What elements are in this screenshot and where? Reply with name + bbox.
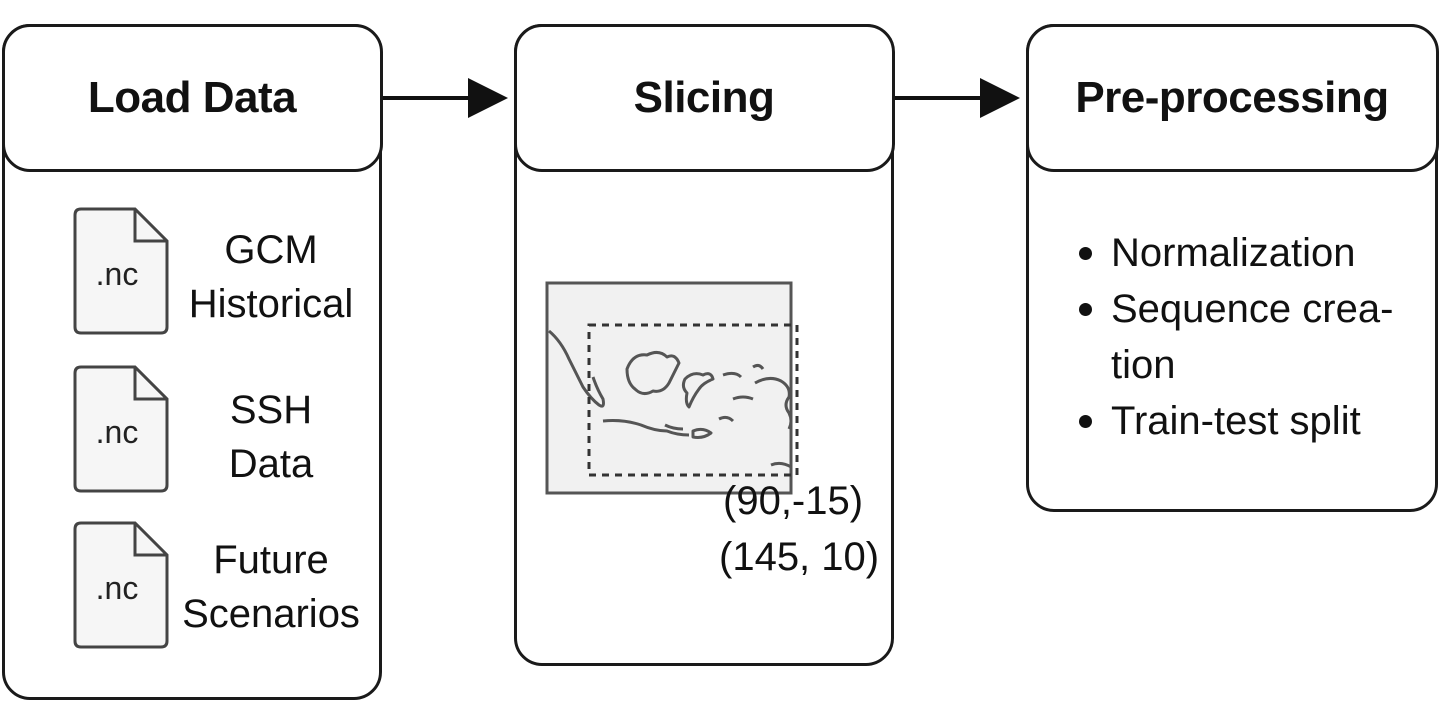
file-label-ssh-data: SSH Data — [171, 383, 371, 491]
load-data-box: Load Data .nc GCM Historical .nc SSH Dat… — [1, 23, 383, 700]
preprocessing-title: Pre-processing — [1075, 72, 1389, 122]
slice-region-box — [587, 323, 799, 477]
bullet-text: Train-test split — [1111, 399, 1361, 443]
preprocessing-header: Pre-processing — [1025, 23, 1439, 172]
bullet-text: Normalization — [1111, 231, 1356, 275]
bullet-item-sequence-creation: Sequence crea- tion — [1073, 281, 1431, 393]
file-label-line: Historical — [188, 282, 354, 326]
file-label-gcm-historical: GCM Historical — [171, 223, 371, 331]
bullet-item-normalization: Normalization — [1073, 225, 1431, 281]
slicing-title: Slicing — [633, 72, 775, 122]
file-label-line: SSH — [229, 388, 313, 432]
map-slice-figure — [545, 281, 799, 495]
file-icon-ssh-data: .nc — [73, 365, 169, 493]
preprocessing-box: Pre-processing Normalization Sequence cr… — [1025, 23, 1439, 512]
file-ext-label: .nc — [96, 414, 139, 450]
preprocessing-bullet-list: Normalization Sequence crea- tion Train-… — [1073, 225, 1431, 449]
file-label-line: Scenarios — [182, 592, 360, 636]
file-icon-future-scenarios: .nc — [73, 521, 169, 649]
file-label-future-scenarios: Future Scenarios — [171, 533, 371, 641]
bullet-item-train-test-split: Train-test split — [1073, 393, 1431, 449]
bullet-text-continued: tion — [1111, 343, 1176, 387]
bullet-text: Sequence crea- — [1111, 287, 1394, 331]
file-ext-label: .nc — [96, 570, 139, 606]
slice-coord-lower: (90,-15) — [723, 479, 864, 523]
coastline-icon — [548, 329, 793, 469]
file-icon-gcm-historical: .nc — [73, 207, 169, 335]
load-data-title: Load Data — [87, 72, 297, 122]
file-label-line: Data — [228, 442, 314, 486]
file-ext-label: .nc — [96, 256, 139, 292]
file-label-line: GCM — [224, 228, 318, 272]
slice-coord-upper: (145, 10) — [719, 535, 880, 579]
file-label-line: Future — [213, 538, 329, 582]
slicing-box: Slicing (90,-15) (145, 10) — [513, 23, 895, 666]
slicing-header: Slicing — [513, 23, 895, 172]
load-data-header: Load Data — [1, 23, 383, 172]
